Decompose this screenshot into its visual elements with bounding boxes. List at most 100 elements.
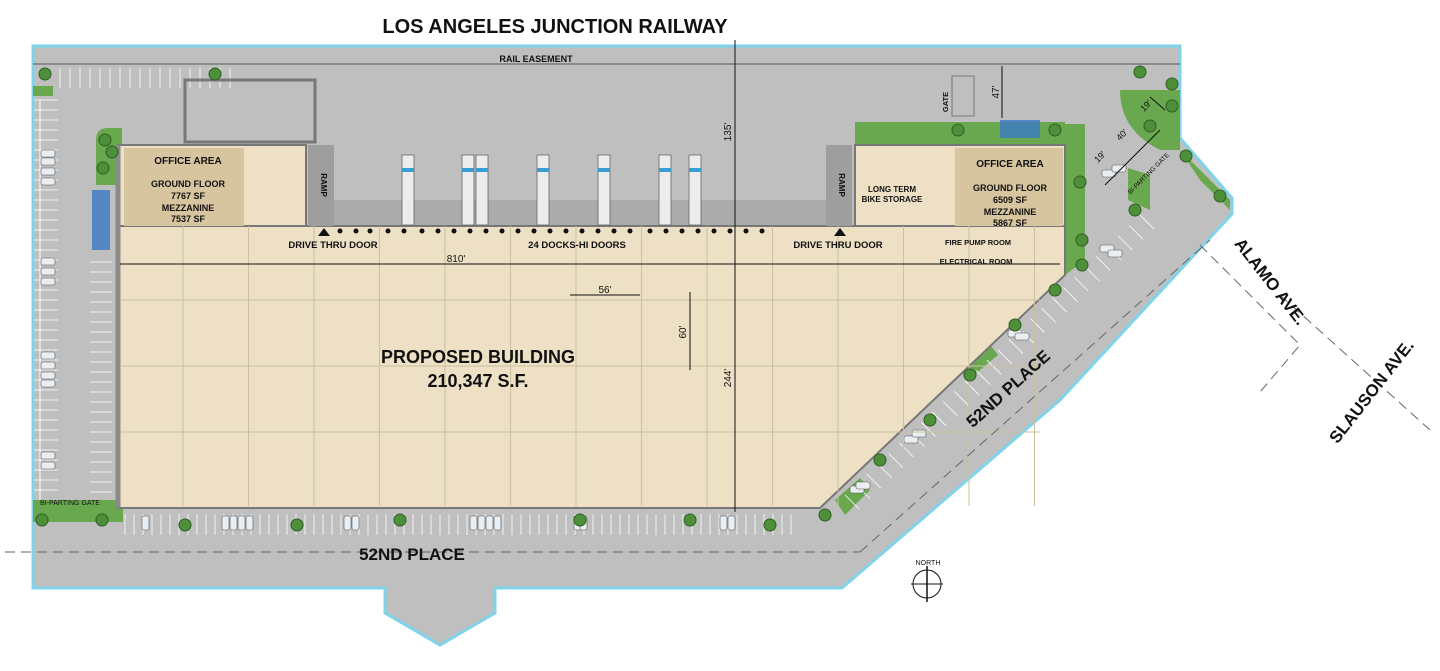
car: [40, 257, 56, 266]
dock-door: [547, 228, 553, 234]
trucks: [401, 154, 702, 226]
tree-icon: [1048, 123, 1062, 137]
dock-door: [579, 228, 585, 234]
car: [1107, 249, 1123, 258]
truck-cab-stripe: [476, 168, 488, 172]
stall-line: [1096, 256, 1111, 271]
office-right-mezz-label: MEZZANINE: [984, 207, 1037, 217]
dock-door: [695, 228, 701, 234]
car: [469, 515, 478, 531]
car: [485, 515, 494, 531]
ramp-right: [826, 145, 852, 226]
drive-thru-left-label: DRIVE THRU DOOR: [288, 240, 377, 251]
building-area: 210,347 S.F.: [427, 371, 528, 391]
car: [40, 379, 56, 388]
stall-line: [899, 442, 914, 458]
car: [237, 515, 246, 531]
office-right-ground-area: 6509 SF: [993, 195, 1028, 205]
dock-door: [367, 228, 373, 234]
car: [1014, 332, 1030, 341]
tree-icon: [1133, 65, 1147, 79]
tree-icon: [1165, 99, 1179, 113]
dock-door: [499, 228, 505, 234]
tree-icon: [35, 513, 49, 527]
bi-parting-gate-left: BI-PARTING GATE: [40, 500, 100, 507]
truck-trailer: [401, 154, 415, 226]
tree-icon: [763, 518, 777, 532]
stall-line: [1074, 276, 1089, 292]
dock-door: [759, 228, 765, 234]
dock-door: [467, 228, 473, 234]
dock-door: [711, 228, 717, 234]
car: [229, 515, 238, 531]
truck-cab-stripe: [462, 168, 474, 172]
stall-line: [866, 473, 882, 489]
car: [477, 515, 486, 531]
tree-icon: [178, 518, 192, 532]
ramp-left-label: RAMP: [319, 173, 328, 197]
street-label-bottom: 52ND PLACE: [359, 545, 465, 564]
stall-line: [1063, 287, 1078, 302]
stall-line: [943, 401, 958, 416]
fire-pump-label: FIRE PUMP ROOM: [945, 238, 1011, 247]
truck-trailer: [475, 154, 489, 226]
tree-icon: [963, 368, 977, 382]
tree-icon: [393, 513, 407, 527]
docks-label: 24 DOCKS-HI DOORS: [528, 240, 626, 251]
gate-structure-left: [183, 78, 317, 144]
electrical-label: ELECTRICAL ROOM: [940, 257, 1013, 266]
tree-icon: [923, 413, 937, 427]
tree-icon: [96, 161, 110, 175]
dock-door: [451, 228, 457, 234]
stall-line: [997, 349, 1013, 365]
office-right-mezz-area: 5867 SF: [993, 218, 1028, 228]
tree-icon: [95, 513, 109, 527]
stall-line: [932, 411, 947, 427]
office-left-ground-area: 7767 SF: [171, 191, 206, 201]
dock-door: [627, 228, 633, 234]
car: [855, 481, 871, 490]
car: [40, 451, 56, 460]
slauson-label: SLAUSON AVE.: [1326, 336, 1418, 447]
car: [719, 515, 728, 531]
dock-door: [563, 228, 569, 234]
drive-thru-marker-right: [834, 228, 846, 236]
north-arrow: [911, 566, 943, 602]
car: [40, 267, 56, 276]
stall-line: [888, 453, 903, 468]
tree-icon: [38, 67, 52, 81]
tree-icon: [818, 508, 832, 522]
dim-building-depth: 244': [723, 369, 734, 388]
car: [40, 149, 56, 158]
stall-line: [1139, 214, 1155, 230]
car: [141, 515, 150, 531]
truck-cab-stripe: [537, 168, 549, 172]
ramp-left: [308, 145, 334, 226]
truck-trailer: [536, 154, 550, 226]
tree-icon: [683, 513, 697, 527]
dim-gate-setback: 47': [991, 85, 1002, 98]
car: [40, 461, 56, 470]
car: [727, 515, 736, 531]
railway-label: LOS ANGELES JUNCTION RAILWAY: [382, 16, 728, 38]
car: [1111, 164, 1127, 173]
street-centerlines: [5, 239, 1431, 553]
parked-cars: [40, 149, 1127, 531]
dim-building-length: 810': [447, 254, 466, 265]
tree-icon: [1213, 189, 1227, 203]
dock-door: [483, 228, 489, 234]
truck-cab-stripe: [689, 168, 701, 172]
dim-truck-court: 135': [723, 123, 734, 142]
office-right-title: OFFICE AREA: [976, 159, 1043, 170]
dock-door: [611, 228, 617, 234]
stall-line: [1041, 308, 1056, 323]
car: [40, 177, 56, 186]
car: [40, 167, 56, 176]
stall-line: [1008, 339, 1024, 354]
north-label: NORTH: [916, 560, 941, 567]
tree-icon: [1073, 175, 1087, 189]
tree-icon: [1165, 77, 1179, 91]
office-area-right-fill: [955, 148, 1063, 226]
car: [40, 351, 56, 360]
